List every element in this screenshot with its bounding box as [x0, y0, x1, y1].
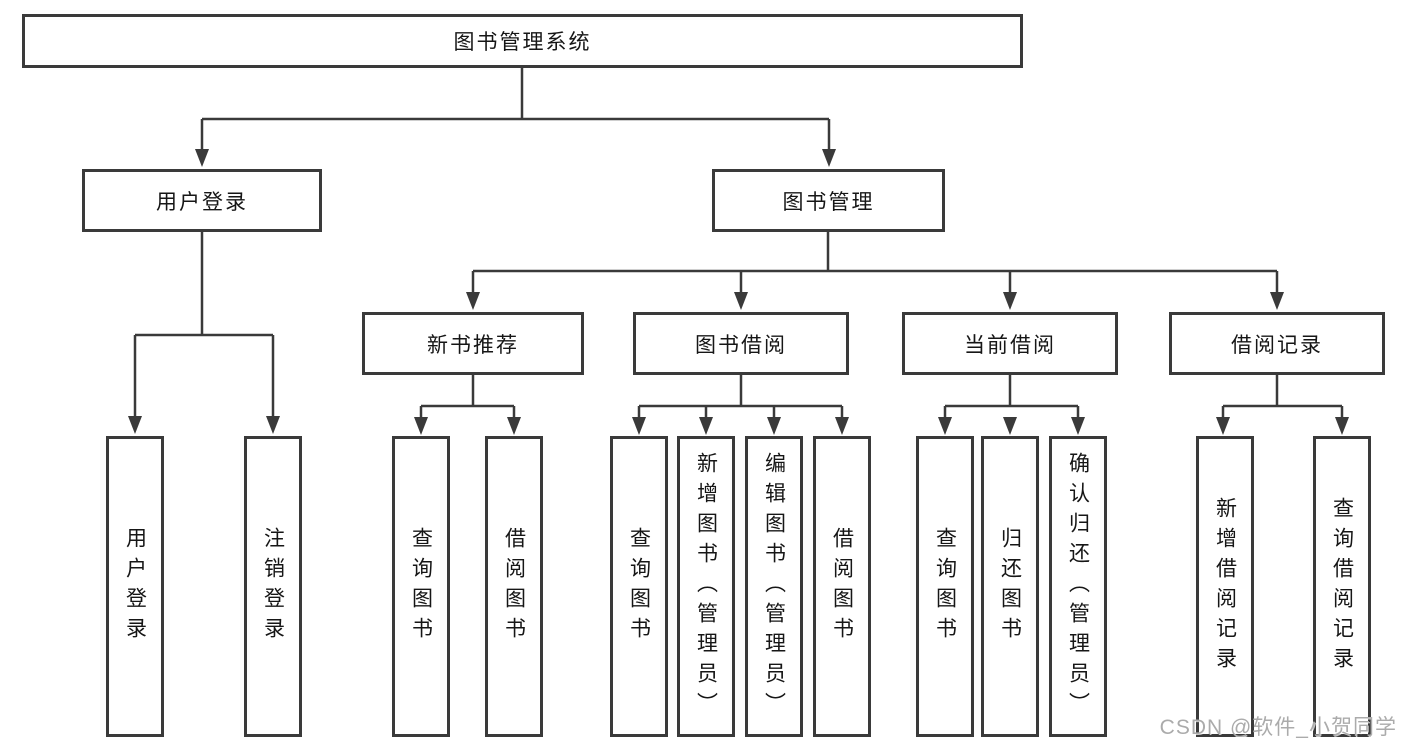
leaf-new-books-borrow-label: 借阅图书: [502, 526, 526, 647]
arrowheads-root-to-level2: [195, 149, 836, 167]
node-current-borrow: 当前借阅: [902, 312, 1118, 375]
csdn-watermark: CSDN @软件_小贺同学: [1159, 716, 1397, 739]
arrowheads-book-mgmt-to-level3: [466, 292, 1284, 310]
leaf-current-confirm-return-label: 确认归还（管理员）: [1066, 451, 1090, 722]
arrowheads-borrow-records-to-leaves: [1216, 417, 1349, 435]
leaf-current-return: 归还图书: [981, 436, 1039, 737]
node-book-mgmt: 图书管理: [712, 169, 945, 232]
leaf-new-books-query: 查询图书: [392, 436, 450, 737]
leaf-current-return-label: 归还图书: [998, 526, 1022, 647]
leaf-logout: 注销登录: [244, 436, 302, 737]
leaf-current-query: 查询图书: [916, 436, 974, 737]
arrowheads-book-borrow-to-leaves: [632, 417, 849, 435]
node-current-borrow-label: 当前借阅: [964, 333, 1056, 357]
connector-borrow-records-to-leaves: [1221, 375, 1344, 420]
connector-user-login-to-leaves: [133, 232, 275, 418]
node-new-books-label: 新书推荐: [427, 333, 519, 357]
leaf-borrow-query: 查询图书: [610, 436, 668, 737]
arrowheads-user-login-to-leaves: [128, 416, 280, 434]
node-borrow-records-label: 借阅记录: [1231, 333, 1323, 357]
leaf-current-query-label: 查询图书: [933, 526, 957, 647]
connector-book-mgmt-to-level3: [471, 232, 1279, 295]
leaf-records-query-label: 查询借阅记录: [1330, 496, 1354, 677]
leaf-user-login: 用户登录: [106, 436, 164, 737]
node-book-mgmt-label: 图书管理: [782, 190, 875, 214]
node-book-borrow-label: 图书借阅: [695, 333, 787, 357]
leaf-new-books-borrow: 借阅图书: [485, 436, 543, 737]
leaf-current-confirm-return: 确认归还（管理员）: [1049, 436, 1107, 737]
node-book-borrow: 图书借阅: [633, 312, 849, 375]
connector-root-to-level2: [200, 68, 831, 152]
node-user-login-label: 用户登录: [156, 190, 248, 214]
leaf-records-add: 新增借阅记录: [1196, 436, 1254, 737]
node-borrow-records: 借阅记录: [1169, 312, 1385, 375]
arrowheads-new-books-to-leaves: [414, 417, 521, 435]
leaf-new-books-query-label: 查询图书: [409, 526, 433, 647]
leaf-user-login-label: 用户登录: [123, 526, 147, 647]
node-root: 图书管理系统: [22, 14, 1023, 68]
node-new-books: 新书推荐: [362, 312, 584, 375]
leaf-borrow-edit-book: 编辑图书（管理员）: [745, 436, 803, 737]
node-user-login: 用户登录: [82, 169, 322, 232]
leaf-borrow-borrow-book: 借阅图书: [813, 436, 871, 737]
leaf-borrow-add-book-label: 新增图书（管理员）: [694, 451, 718, 722]
leaf-records-query: 查询借阅记录: [1313, 436, 1371, 737]
connector-new-books-to-leaves: [419, 375, 516, 420]
arrowheads-current-borrow-to-leaves: [938, 417, 1085, 435]
leaf-borrow-add-book: 新增图书（管理员）: [677, 436, 735, 737]
leaf-borrow-query-label: 查询图书: [627, 526, 651, 647]
leaf-borrow-edit-book-label: 编辑图书（管理员）: [762, 451, 786, 722]
leaf-borrow-borrow-book-label: 借阅图书: [830, 526, 854, 647]
leaf-records-add-label: 新增借阅记录: [1213, 496, 1237, 677]
node-root-label: 图书管理系统: [453, 31, 592, 54]
connector-current-borrow-to-leaves: [943, 375, 1080, 420]
connector-book-borrow-to-leaves: [637, 375, 844, 420]
leaf-logout-label: 注销登录: [261, 526, 285, 647]
